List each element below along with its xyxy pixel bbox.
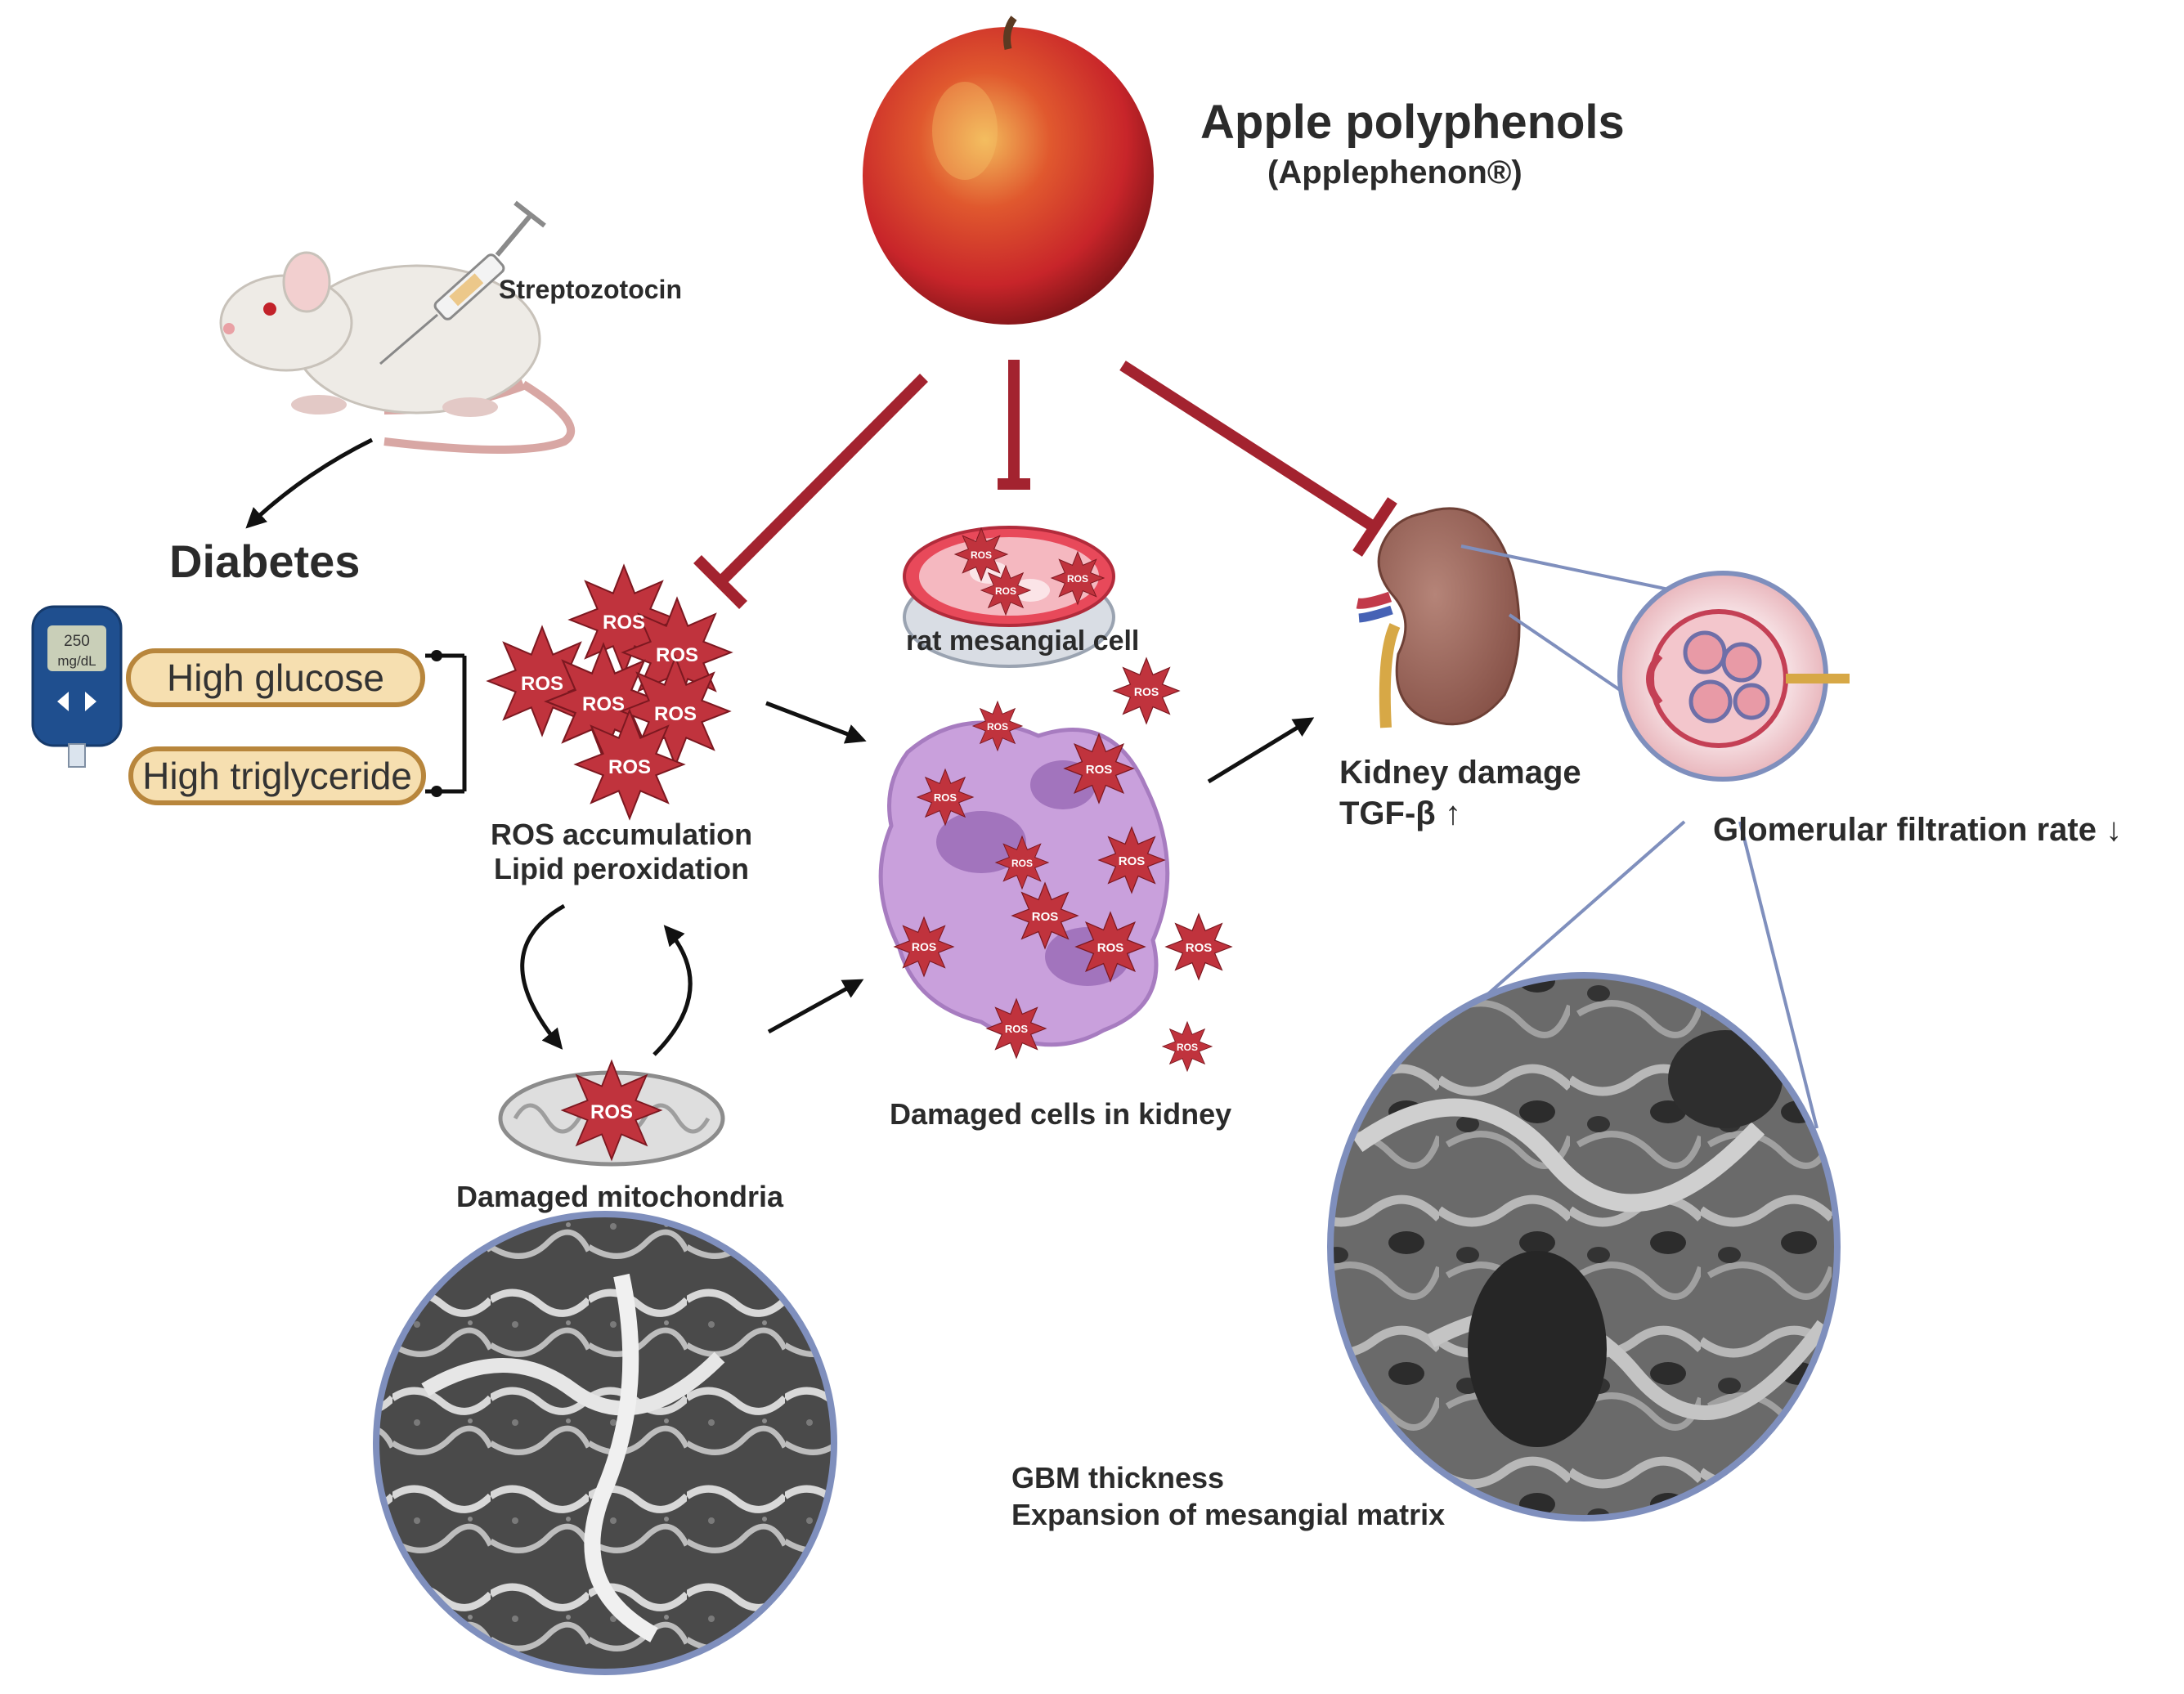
ros-tag: ROS bbox=[1005, 1023, 1029, 1035]
mouse-to-diabetes-arrow bbox=[245, 437, 374, 529]
ros-tag: ROS bbox=[654, 703, 697, 725]
mesangial-matrix-label: Expansion of mesangial matrix bbox=[1011, 1498, 1446, 1531]
page-title: Apple polyphenols bbox=[1200, 96, 1625, 149]
glomerulus-lens bbox=[1460, 544, 1850, 782]
mitochondria-icon: ROS bbox=[498, 1060, 725, 1167]
mitochondria-to-cells-arrow bbox=[767, 979, 864, 1034]
apple-icon bbox=[863, 16, 1154, 325]
ros-tag: ROS bbox=[1067, 573, 1088, 585]
ros-tag: ROS bbox=[987, 721, 1008, 733]
ros-cluster: ROS ROS ROS ROS ROS ROS bbox=[487, 565, 732, 819]
meter-unit: mg/dL bbox=[57, 653, 96, 669]
ros-tag: ROS bbox=[590, 1101, 633, 1123]
ros-tag: ROS bbox=[582, 693, 625, 715]
page-subtitle: (Applephenon®) bbox=[1267, 155, 1523, 190]
kidney-icon bbox=[1356, 507, 1521, 728]
kidney-damage-label: Kidney damage bbox=[1339, 755, 1581, 791]
mitochondria-micrograph bbox=[373, 1211, 837, 1675]
ros-tag: ROS bbox=[1186, 941, 1213, 955]
mesangial-cell-label: rat mesangial cell bbox=[906, 625, 1140, 657]
ros-tag: ROS bbox=[521, 673, 563, 695]
mouse-icon bbox=[219, 251, 576, 454]
petri-dish-icon: ROS ROS ROS bbox=[903, 526, 1115, 668]
streptozotocin-label: Streptozotocin bbox=[499, 275, 682, 304]
meter-value: 250 bbox=[64, 633, 90, 650]
inhibition-arrows bbox=[693, 360, 1397, 609]
ros-to-mitochondria-arrow bbox=[520, 903, 566, 1050]
ros-tag: ROS bbox=[1032, 910, 1059, 924]
gbm-thickness-label: GBM thickness bbox=[1011, 1461, 1225, 1495]
cells-to-kidney-arrow bbox=[1207, 717, 1315, 784]
damaged-cells-label: Damaged cells in kidney bbox=[890, 1097, 1232, 1131]
condition-high-glucose: High glucose bbox=[126, 648, 425, 707]
ros-tag: ROS bbox=[603, 612, 645, 634]
condition-high-triglyceride: High triglyceride bbox=[128, 746, 426, 805]
condition-bracket bbox=[425, 653, 467, 794]
ros-tag: ROS bbox=[1011, 858, 1033, 869]
cell-ros-stars: ROS ROS ROS ROS ROS ROS ROS ROS ROS ROS … bbox=[894, 657, 1232, 1072]
ros-tag: ROS bbox=[1097, 941, 1124, 955]
ros-to-cells-arrow bbox=[765, 701, 867, 744]
damaged-mitochondria-label: Damaged mitochondria bbox=[456, 1180, 784, 1213]
ros-tag: ROS bbox=[1177, 1042, 1198, 1053]
ros-tag: ROS bbox=[656, 644, 698, 666]
lipid-peroxidation-label: Lipid peroxidation bbox=[494, 852, 749, 885]
syringe-icon bbox=[379, 200, 546, 365]
ros-tag: ROS bbox=[971, 549, 992, 561]
ros-accumulation-label: ROS accumulation bbox=[491, 818, 753, 851]
glucose-meter-icon: 250 mg/dL bbox=[31, 605, 123, 768]
ros-tag: ROS bbox=[912, 940, 936, 953]
ros-tag: ROS bbox=[934, 791, 957, 804]
gbm-micrograph bbox=[1327, 972, 1841, 1521]
ros-tag: ROS bbox=[1119, 854, 1146, 868]
diabetes-label: Diabetes bbox=[169, 536, 361, 587]
tgf-beta-label: TGF-β ↑ bbox=[1339, 795, 1461, 831]
gfr-label: Glomerular filtration rate ↓ bbox=[1713, 812, 2123, 848]
ros-tag: ROS bbox=[608, 756, 651, 778]
mitochondria-to-ros-arrow bbox=[653, 925, 693, 1056]
ros-tag: ROS bbox=[1134, 685, 1159, 698]
ros-tag: ROS bbox=[1086, 763, 1113, 777]
ros-tag: ROS bbox=[995, 585, 1016, 597]
zoom-line-right bbox=[1738, 821, 1819, 1129]
